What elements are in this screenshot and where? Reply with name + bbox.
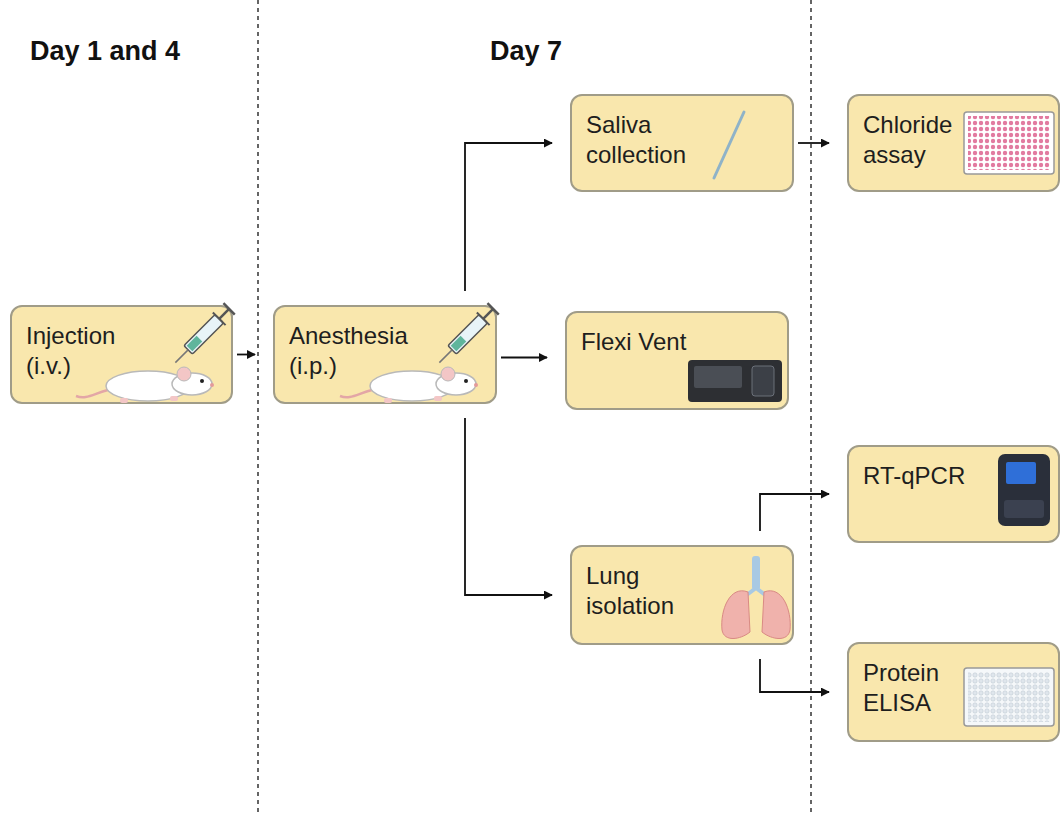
process-box: Saliva collection [570, 94, 794, 192]
box-label: Saliva collection [572, 96, 716, 170]
flow-arrow [501, 357, 547, 359]
box-label: RT-qPCR [849, 447, 983, 491]
qpcr-machine-icon [998, 454, 1050, 526]
phase-label: Day 7 [490, 36, 562, 67]
well-plate-icon [964, 112, 1054, 174]
phase-label: Day 1 and 4 [30, 36, 180, 67]
lung-icon [722, 556, 791, 639]
flow-arrow [237, 354, 255, 356]
mouse-icon [76, 367, 214, 403]
box-label: Lung isolation [572, 547, 716, 621]
box-label: Injection (i.v.) [12, 307, 138, 381]
well-plate-icon [964, 668, 1054, 726]
syringe-icon [433, 303, 499, 369]
process-box: Lung isolation [570, 545, 794, 645]
box-label: Protein ELISA [849, 644, 973, 718]
dashed-divider [257, 0, 259, 814]
box-label: Anesthesia (i.p.) [275, 307, 427, 381]
flow-arrow [760, 659, 829, 692]
flexivent-icon [688, 360, 782, 402]
mouse-icon [340, 367, 478, 403]
flow-arrow [465, 143, 552, 291]
flow-arrow [465, 418, 552, 595]
flow-arrow [760, 494, 829, 531]
syringe-icon [169, 303, 235, 369]
box-label: Chloride assay [849, 96, 973, 170]
box-label: Flexi Vent [567, 313, 741, 357]
swab-icon [714, 112, 744, 178]
flow-arrow [798, 142, 829, 144]
